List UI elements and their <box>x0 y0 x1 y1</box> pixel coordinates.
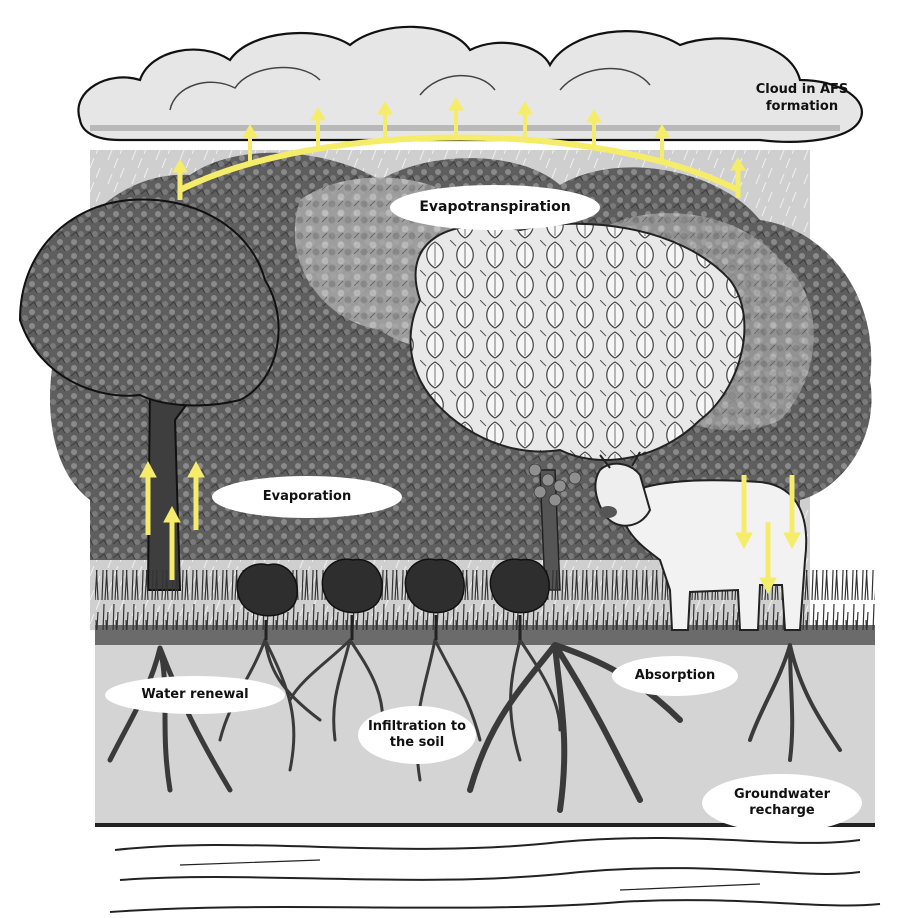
label-absorption: Absorption <box>612 656 738 696</box>
label-water-renewal: Water renewal <box>105 676 285 714</box>
label-evapotranspiration: Evapotranspiration <box>390 185 600 230</box>
label-evaporation: Evaporation <box>212 476 402 518</box>
label-groundwater: Groundwater recharge <box>702 774 862 832</box>
label-cloud: Cloud in AFS formation <box>752 82 852 116</box>
label-infiltration: Infiltration to the soil <box>358 706 476 764</box>
